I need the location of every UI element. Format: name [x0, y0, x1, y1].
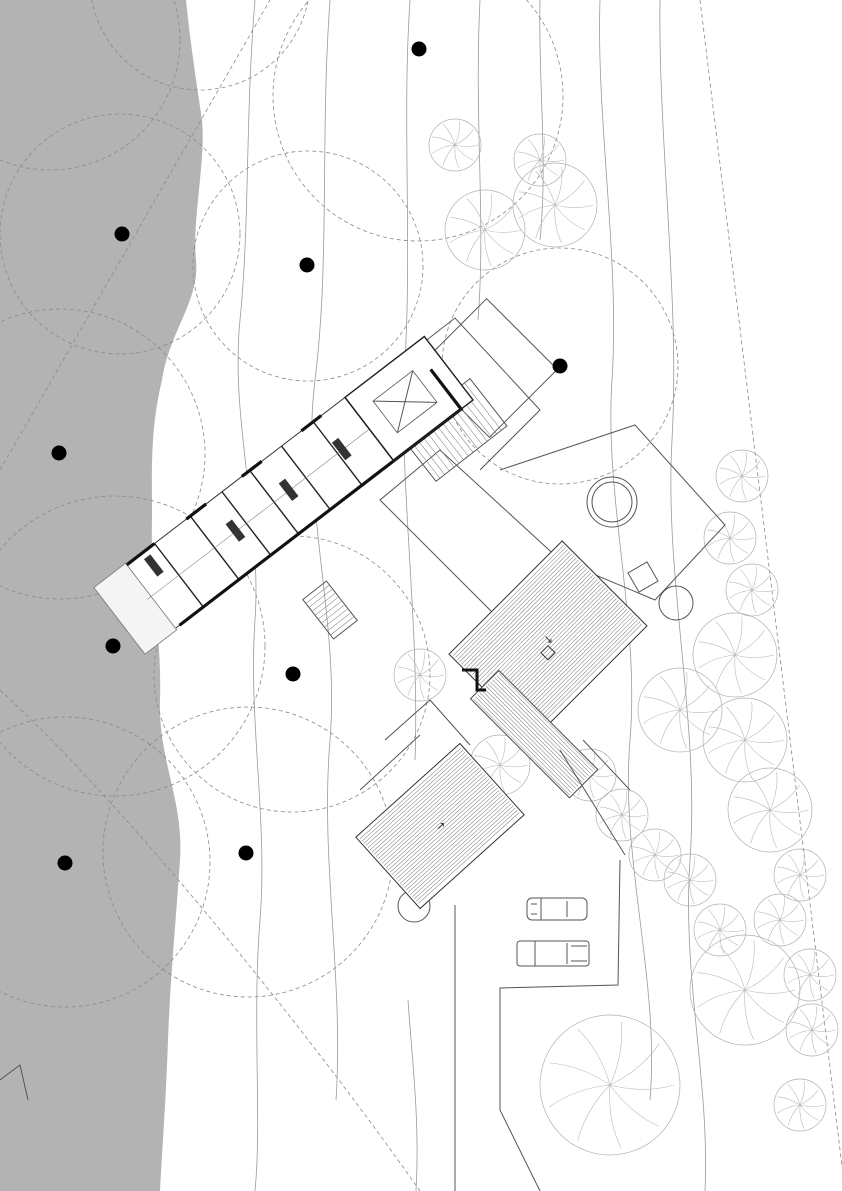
site-tree [512, 162, 598, 248]
walkway [469, 669, 599, 799]
existing-tree-marker [57, 855, 73, 871]
landscape-trees [387, 118, 839, 1156]
wing-steps [302, 580, 358, 640]
site-tree [715, 449, 769, 503]
link-lines [359, 561, 659, 856]
site-tree [702, 697, 788, 783]
existing-tree-marker [105, 638, 121, 654]
site-tree [444, 189, 526, 271]
existing-tree-marker [411, 41, 427, 57]
site-tree [773, 848, 827, 902]
site-tree [753, 893, 807, 947]
existing-tree-marker [114, 226, 130, 242]
corner-mark [0, 1064, 29, 1101]
site-tree [628, 828, 682, 882]
bedroom-wing [93, 335, 475, 655]
car-1 [526, 897, 588, 921]
site-tree [513, 133, 567, 187]
water-tank-inner [591, 481, 633, 523]
site-tree [692, 612, 778, 698]
site-tree [595, 788, 649, 842]
site-tree [725, 563, 779, 617]
water-tank [586, 476, 638, 528]
main-deck: ↓ [448, 540, 648, 740]
site-tree [693, 903, 747, 957]
site-tree [783, 948, 837, 1002]
site-tree [393, 648, 447, 702]
site-tree [689, 934, 801, 1046]
site-tree [785, 1003, 839, 1057]
site-tree [539, 1014, 681, 1156]
existing-tree-marker [238, 845, 254, 861]
existing-tree-markers [51, 41, 568, 871]
site-tree [727, 767, 813, 853]
site-tree [637, 667, 723, 753]
lower-deck: → [355, 742, 525, 910]
site-tree [773, 1078, 827, 1132]
existing-tree-marker [299, 257, 315, 273]
site-tree [663, 853, 717, 907]
existing-tree-marker [552, 358, 568, 374]
existing-tree-marker [285, 666, 301, 682]
round-planter [658, 585, 694, 621]
existing-tree-marker [51, 445, 67, 461]
bracket-wall [462, 668, 486, 692]
car-2 [516, 940, 590, 967]
site-tree [428, 118, 482, 172]
driveway [454, 859, 621, 1191]
site-tree [703, 511, 757, 565]
